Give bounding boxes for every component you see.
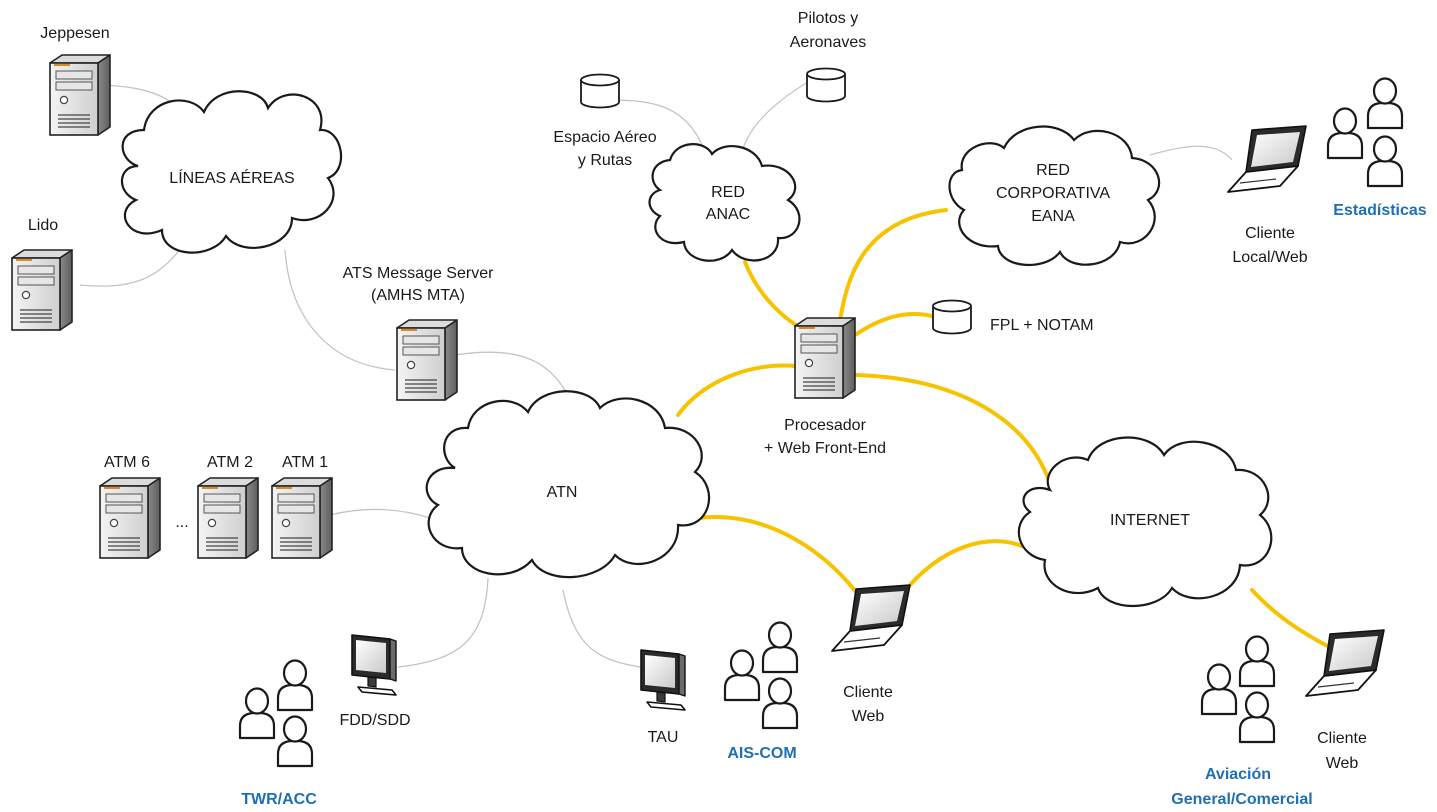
ats-message-server-label-line2: (AMHS MTA) xyxy=(371,287,465,304)
tau-monitor-icon xyxy=(640,649,686,711)
fpl-notam-database-icon xyxy=(932,299,972,335)
pilotos-database-icon xyxy=(806,67,846,103)
lido-label: Lido xyxy=(28,217,58,234)
cloud-red-corporativa xyxy=(948,125,1161,266)
estadisticas-users-icon xyxy=(1326,77,1404,188)
procesador-server-icon xyxy=(794,317,856,399)
espacio-aereo-database-icon xyxy=(580,73,620,109)
cloud-red-corporativa-label-line1: RED xyxy=(1036,162,1070,179)
twr-acc-users-icon xyxy=(238,659,314,768)
atm2-server-icon xyxy=(197,477,259,559)
cliente-local-web-label-line2: Local/Web xyxy=(1232,249,1307,266)
espacio-aereo-label-line1: Espacio Aéreo xyxy=(553,129,656,146)
ais-com-users-icon xyxy=(723,621,799,730)
pilotos-label-line2: Aeronaves xyxy=(790,34,867,51)
atm6-server-icon xyxy=(99,477,161,559)
twr-acc-label: TWR/ACC xyxy=(241,791,317,808)
cloud-atn xyxy=(425,390,711,579)
cliente-local-web-label-line1: Cliente xyxy=(1245,225,1295,242)
fpl-notam-label: FPL + NOTAM xyxy=(990,317,1094,334)
cloud-atn-label: ATN xyxy=(547,484,578,501)
fdd-sdd-label: FDD/SDD xyxy=(339,712,410,729)
primary-links xyxy=(676,208,1337,652)
aviacion-users-icon xyxy=(1200,635,1276,744)
cliente-web-center-laptop-icon xyxy=(831,584,911,652)
atm2-label: ATM 2 xyxy=(207,454,253,471)
ats-message-server-label-line1: ATS Message Server xyxy=(343,265,495,282)
estadisticas-label: Estadísticas xyxy=(1333,202,1426,219)
cloud-red-anac xyxy=(648,143,801,262)
ais-com-label: AIS-COM xyxy=(727,745,796,762)
cloud-internet-label: INTERNET xyxy=(1110,512,1190,529)
cloud-red-anac-label-line1: RED xyxy=(711,184,745,201)
cliente-web-right-label-line1: Cliente xyxy=(1317,730,1367,747)
secondary-links xyxy=(79,81,1233,668)
procesador-label-line2: + Web Front-End xyxy=(764,440,886,457)
cloud-internet xyxy=(1017,436,1273,607)
cliente-local-web-laptop-icon xyxy=(1227,125,1307,193)
atm1-label: ATM 1 xyxy=(282,454,328,471)
atm6-label: ATM 6 xyxy=(104,454,150,471)
cliente-web-right-label-line2: Web xyxy=(1326,755,1359,772)
lido-server-icon xyxy=(11,249,73,331)
espacio-aereo-label-line2: y Rutas xyxy=(578,152,632,169)
cloud-lineas-aereas xyxy=(120,90,343,254)
cliente-web-center-label-line2: Web xyxy=(852,708,885,725)
jeppesen-server-icon xyxy=(49,54,111,136)
aviacion-label-line1: Aviación xyxy=(1205,766,1271,783)
jeppesen-label: Jeppesen xyxy=(40,25,109,42)
ats-message-server-icon xyxy=(396,319,458,401)
cliente-web-center-label-line1: Cliente xyxy=(843,684,893,701)
fdd-sdd-monitor-icon xyxy=(351,634,397,696)
aviacion-label-line2: General/Comercial xyxy=(1171,791,1312,808)
procesador-label-line1: Procesador xyxy=(784,417,866,434)
cloud-lineas-aereas-label: LÍNEAS AÉREAS xyxy=(169,168,294,187)
atm1-server-icon xyxy=(271,477,333,559)
atm-ellipsis: ... xyxy=(175,514,188,531)
tau-label: TAU xyxy=(648,729,679,746)
cloud-red-corporativa-label-line3: EANA xyxy=(1031,208,1075,225)
pilotos-label-line1: Pilotos y xyxy=(798,10,858,27)
cloud-red-corporativa-label-line2: CORPORATIVA xyxy=(996,185,1110,202)
cloud-red-anac-label-line2: ANAC xyxy=(706,206,750,223)
